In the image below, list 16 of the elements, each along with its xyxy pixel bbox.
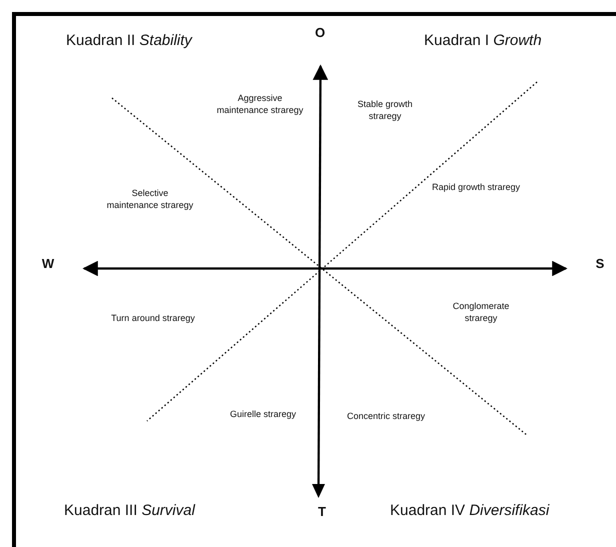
- strategy-label: Conglomerate straregy: [452, 300, 510, 324]
- axis-label: T: [317, 504, 327, 519]
- strategy-label: Rapid growth straregy: [431, 181, 521, 193]
- quadrant-title: Kuadran IV Diversifikasi: [390, 502, 550, 519]
- axis-label: W: [40, 256, 56, 271]
- axis-label: S: [594, 256, 606, 271]
- quadrant-title: Kuadran I Growth: [424, 32, 542, 49]
- axis-label: O: [314, 25, 326, 40]
- strategy-label: Aggressive maintenance straregy: [216, 92, 304, 116]
- strategy-label: Concentric straregy: [346, 410, 426, 422]
- strategy-label: Guirelle straregy: [228, 408, 298, 420]
- quadrant-title: Kuadran II Stability: [66, 32, 192, 49]
- strategy-label: Stable growth straregy: [356, 98, 414, 122]
- quadrant-title: Kuadran III Survival: [64, 502, 195, 519]
- strategy-label: Selective maintenance straregy: [106, 187, 194, 211]
- strategy-label: Turn around straregy: [110, 312, 196, 324]
